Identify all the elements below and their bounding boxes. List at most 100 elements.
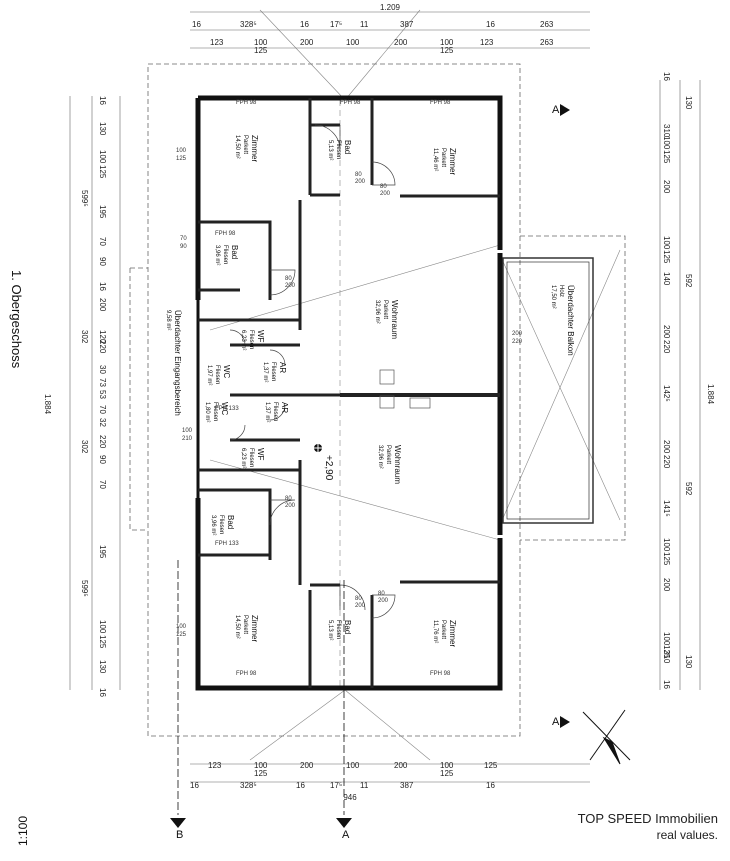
dim-top-row1: 263 xyxy=(540,20,554,29)
dim-left-col1: 220 xyxy=(98,340,107,354)
dim-left-col1: 16 xyxy=(98,688,107,697)
dim-bottom-row1: 100 xyxy=(346,761,360,770)
dim-top-row2: 100 xyxy=(254,38,268,47)
dim-left-col1: 125 xyxy=(98,635,107,649)
dim-right-col1: 310 xyxy=(662,650,671,664)
opening-size: 125 xyxy=(176,632,187,638)
dim-bottom-row2: 11 xyxy=(360,781,369,790)
fixtures xyxy=(379,369,431,409)
door-tag: 80 xyxy=(378,591,385,597)
dim-top-row1: 16 xyxy=(192,20,201,29)
room-area: 3,96 m² xyxy=(214,245,220,265)
dim-bottom-total: 946 xyxy=(343,793,357,802)
dim-right-col1: 200 xyxy=(662,578,671,592)
section-label-a1-top: A1 xyxy=(552,104,565,116)
dim-right-total: 1.884 xyxy=(706,384,715,405)
room-floor: Fliesen xyxy=(335,620,341,639)
room-name: Zimmer xyxy=(250,135,259,162)
dim-top-row2b: 125 xyxy=(440,46,454,55)
room-area: 1,97 m² xyxy=(206,365,212,385)
room-floor: Fliesen xyxy=(214,365,220,384)
room-floor: Holz xyxy=(558,285,564,297)
room-name: WC xyxy=(222,365,231,379)
opening-size: 210 xyxy=(182,436,193,442)
room-floor: Parkett xyxy=(242,615,248,634)
dim-left-col2: 302 xyxy=(80,330,89,344)
opening-size: 70 xyxy=(180,236,187,242)
opening-size: 125 xyxy=(176,156,187,162)
dim-left-col1: 195 xyxy=(98,205,107,219)
window-tag: FPH 98 xyxy=(340,100,361,106)
dim-bottom-row1b: 125 xyxy=(440,769,454,778)
dim-left-col1: 200 xyxy=(98,298,107,312)
door-tag: 200 xyxy=(378,598,389,604)
elevation-value: +2,90 xyxy=(323,455,334,481)
north-arrow-icon xyxy=(582,709,631,765)
opening-size: 200 xyxy=(512,331,523,337)
dim-left-total: 1.884 xyxy=(43,394,52,415)
room-floor: Fliesen xyxy=(248,330,254,349)
dim-left-col1: 100 xyxy=(98,620,107,634)
dim-bottom-row2: 16 xyxy=(486,781,495,790)
door-tag: 200 xyxy=(355,179,366,185)
dim-right-col1: 220 xyxy=(662,455,671,469)
roof-outline xyxy=(129,63,626,737)
dim-left-col1: 53 xyxy=(98,390,107,399)
room-floor: Fliesen xyxy=(335,140,341,159)
window-tag: FPH 98 xyxy=(236,671,257,677)
dim-right-col1: 220 xyxy=(662,340,671,354)
window-tag: FPH 133 xyxy=(215,541,239,547)
dim-left-col1: 32 xyxy=(98,418,107,427)
room-name: AR xyxy=(280,402,289,413)
dimension-lines xyxy=(69,11,701,783)
door-tag: 200 xyxy=(285,503,296,509)
room-area: 32,96 m² xyxy=(374,300,380,324)
dim-left-col1: 90 xyxy=(98,455,107,464)
window-tag: FPH 98 xyxy=(236,100,257,106)
scale-text: 1:100 xyxy=(16,815,30,846)
dim-right-col2: 592 xyxy=(684,482,693,496)
dim-bottom-row1: 123 xyxy=(208,761,222,770)
dim-right-col2: 592 xyxy=(684,274,693,288)
dim-left-col1: 130 xyxy=(98,660,107,674)
dim-left-col1: 73 xyxy=(98,378,107,387)
door-tag: 80 xyxy=(355,172,362,178)
dim-right-col1: 125 xyxy=(662,552,671,566)
room-floor: Fliesen xyxy=(222,245,228,264)
dim-right-col1: 100 xyxy=(662,538,671,552)
dim-left-col1: 125 xyxy=(98,165,107,179)
room-floor: Fliesen xyxy=(218,515,224,534)
section-markers xyxy=(170,104,570,828)
door-swings xyxy=(229,124,396,619)
room-area: 3,96 m² xyxy=(210,515,216,535)
room-name: Zimmer xyxy=(448,620,457,647)
room-area: 1,37 m² xyxy=(262,362,268,382)
room-area: 11,46 m² xyxy=(432,148,438,171)
dim-left-col2: 599⁵ xyxy=(80,580,89,597)
room-area: 1,37 m² xyxy=(264,402,270,422)
roof-diagonals xyxy=(209,9,621,761)
section-label-a: A xyxy=(342,829,350,841)
dim-top-row2: 200 xyxy=(394,38,408,47)
dim-right-col1: 200 xyxy=(662,180,671,194)
dim-top-row2: 123 xyxy=(480,38,494,47)
section-labels: A1 A1 B A xyxy=(176,104,565,841)
dim-left-col1: 70 xyxy=(98,480,107,489)
dim-top-row1: 11 xyxy=(360,20,369,29)
section-label-a1-bottom: A1 xyxy=(552,716,565,728)
room-floor: Parkett xyxy=(382,300,388,319)
interior-walls xyxy=(198,98,500,688)
dim-right-col1: 141⁵ xyxy=(662,500,671,517)
dim-bottom-row2: 387 xyxy=(400,781,414,790)
dim-left-col1: 100 xyxy=(98,150,107,164)
window-tag: FPH 98 xyxy=(430,100,451,106)
brand-tagline: real values. xyxy=(656,828,718,842)
dim-right-col1: 125 xyxy=(662,250,671,264)
dim-left-col1: 220 xyxy=(98,435,107,449)
